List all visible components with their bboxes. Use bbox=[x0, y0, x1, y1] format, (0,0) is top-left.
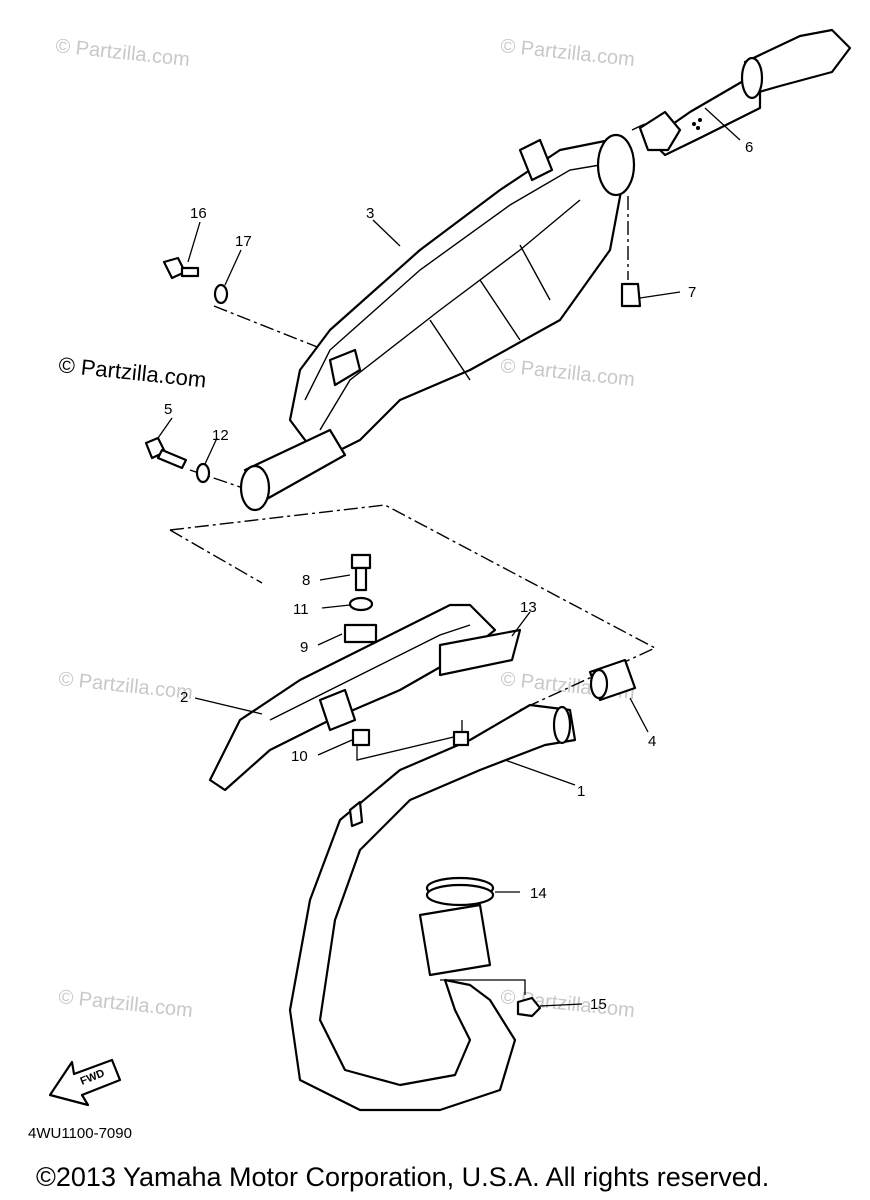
reference-line bbox=[169, 529, 263, 584]
reference-line bbox=[169, 504, 657, 711]
callout-10: 10 bbox=[291, 748, 308, 765]
part-label-13 bbox=[438, 628, 522, 677]
callout-16: 16 bbox=[190, 205, 207, 222]
callout-13: 13 bbox=[520, 599, 537, 616]
watermark-prominent: © Partzilla.com bbox=[57, 352, 207, 392]
callout-11: 11 bbox=[293, 601, 309, 618]
callouts: 1 2 3 4 5 6 7 8 9 10 11 12 13 14 15 16 1… bbox=[164, 139, 753, 1013]
callout-4: 4 bbox=[648, 733, 656, 750]
watermark: © Partzilla.com bbox=[499, 35, 635, 71]
callout-5: 5 bbox=[164, 401, 172, 418]
part-tail-pipe bbox=[638, 28, 852, 157]
washer-17 bbox=[213, 283, 229, 305]
part-muffler bbox=[239, 133, 636, 512]
watermark: © Partzilla.com bbox=[57, 986, 193, 1022]
callout-8: 8 bbox=[302, 572, 310, 589]
leader-lines bbox=[157, 107, 741, 1007]
copyright-notice: ©2013 Yamaha Motor Corporation, U.S.A. A… bbox=[36, 1162, 769, 1192]
part-exhaust-pipe bbox=[288, 703, 577, 1112]
callout-7: 7 bbox=[688, 284, 696, 301]
reference-line bbox=[440, 979, 526, 995]
watermark: © Partzilla.com bbox=[57, 668, 193, 704]
watermark: © Partzilla.com bbox=[499, 355, 635, 391]
reference-line bbox=[356, 720, 463, 761]
nut-15 bbox=[516, 996, 542, 1018]
grommet-9 bbox=[343, 623, 378, 644]
watermark: © Partzilla.com bbox=[54, 35, 190, 71]
assembly-reference-lines bbox=[169, 111, 671, 995]
diagram-code: 4WU1100-7090 bbox=[28, 1125, 132, 1142]
fwd-arrow-icon: FWD bbox=[48, 1058, 122, 1107]
washer-11 bbox=[348, 596, 374, 612]
callout-3: 3 bbox=[366, 205, 374, 222]
collar-10 bbox=[351, 728, 371, 747]
bolt-8 bbox=[350, 553, 372, 570]
callout-2: 2 bbox=[180, 689, 188, 706]
callout-6: 6 bbox=[745, 139, 753, 156]
washer-12 bbox=[195, 462, 211, 484]
hardware-parts bbox=[144, 256, 642, 1018]
callout-14: 14 bbox=[530, 885, 547, 902]
part-heat-protector bbox=[208, 603, 522, 792]
callout-15: 15 bbox=[590, 996, 607, 1013]
callout-12: 12 bbox=[212, 427, 229, 444]
bolt-7 bbox=[620, 282, 642, 308]
callout-1: 1 bbox=[577, 783, 585, 800]
callout-17: 17 bbox=[235, 233, 252, 250]
callout-9: 9 bbox=[300, 639, 308, 656]
